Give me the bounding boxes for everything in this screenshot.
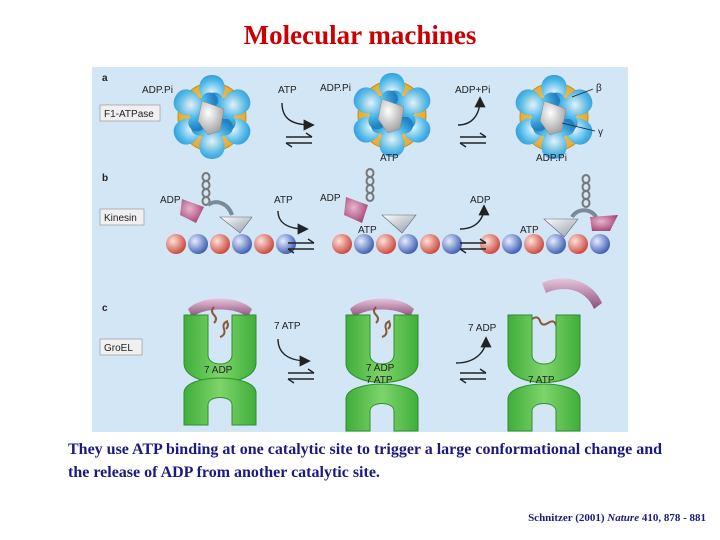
label-atp-c-mid: 7 ATP (366, 375, 393, 386)
arrow-atp-binding-c (277, 338, 311, 367)
label-adp-c-mid: 7 ADP (366, 363, 395, 374)
panel-c: c GroEL 7 ADP 7 ATP 7 ADP 7 ATP 7 ADP (99, 278, 602, 432)
f1-atpase-state-1 (164, 74, 260, 160)
label-adp-pi-right-bottom: ADP.Pi (536, 153, 567, 164)
panel-letter-b: b (102, 173, 108, 184)
kinesin-head-adp-2 (344, 197, 368, 223)
panel-a-name: F1-ATPase (104, 109, 154, 120)
label-adp-pi-left: ADP.Pi (142, 85, 173, 96)
page-title: Molecular machines (243, 20, 477, 50)
label-atp-c-right: 7 ATP (528, 375, 555, 386)
citation-journal: Nature (607, 512, 640, 524)
panel-b-name-box (99, 208, 145, 226)
label-adp-b-left: ADP (160, 195, 181, 206)
label-adp-b-mid: ADP (320, 193, 341, 204)
equilibrium-arrows-a1 (285, 132, 313, 148)
panel-c-name: GroEL (104, 343, 133, 354)
arrow-release-b (459, 204, 490, 230)
groes-cap-1 (188, 298, 252, 317)
microtubule-track-3 (480, 234, 610, 254)
substrate-protein-1 (211, 306, 229, 338)
label-atp-arrow-a: ATP (278, 85, 297, 96)
kinesin-head-empty-1 (219, 216, 253, 234)
kinesin-head-atp-2 (381, 214, 417, 234)
label-adp-plus-pi: ADP+Pi (455, 85, 490, 96)
kinesin-head-3 (590, 215, 618, 231)
panel-c-name-box (99, 338, 143, 356)
f1-atpase-state-3 (506, 74, 602, 160)
label-adp-arrow-c: 7 ADP (468, 323, 497, 334)
kinesin-head-adp-1 (180, 199, 204, 223)
arrow-atp-binding-a (281, 102, 315, 131)
label-adp-arrow-b: ADP (470, 195, 491, 206)
label-atp-arrow-b: ATP (274, 195, 293, 206)
kinesin-stalk-3 (581, 174, 591, 208)
microtubule-track-2 (332, 234, 462, 254)
equilibrium-arrows-a2 (459, 132, 487, 148)
panel-letter-a: a (102, 73, 108, 84)
label-adp-pi-mid: ADP.Pi (320, 83, 351, 94)
beta-pointer (571, 88, 594, 98)
kinesin-stalk-2 (365, 168, 375, 202)
arrow-release-c (455, 336, 492, 364)
groel-bottom-ring-2 (345, 383, 419, 432)
microtubule-track-1 (166, 234, 296, 254)
label-atp-mid-bottom: ATP (380, 153, 399, 164)
panel-letter-c: c (102, 303, 108, 314)
groel-bottom-ring-3 (507, 383, 581, 432)
groes-cap-2 (350, 298, 414, 317)
citation-authors: Schnitzer (2001) (528, 512, 605, 524)
label-beta: β (596, 83, 602, 94)
panel-a-name-box (99, 104, 161, 122)
label-gamma: γ (598, 127, 603, 138)
equilibrium-arrows-c1 (287, 368, 315, 384)
kinesin-neck-linker-1 (206, 200, 234, 216)
equilibrium-arrows-c2 (459, 368, 487, 384)
gamma-pointer (561, 122, 596, 132)
arrow-release-a (457, 96, 486, 126)
label-adp-c-left: 7 ADP (204, 365, 233, 376)
f1-atpase-state-2 (344, 72, 440, 158)
arrow-atp-binding-b (277, 210, 309, 235)
figure-caption: They use ATP binding at one catalytic si… (68, 441, 663, 481)
label-atp-b-mid: ATP (358, 225, 377, 236)
groel-bottom-ring-1 (183, 377, 257, 426)
citation-ref: 410, 878 - 881 (641, 512, 706, 524)
kinesin-stalk-1 (201, 172, 211, 206)
panel-b: b Kinesin ADP ATP ADP ATP ADP (99, 168, 618, 254)
groes-cap-3 (542, 278, 602, 309)
panel-a: a F1-ATPase ADP.Pi ATP ADP.Pi ATP ADP+Pi… (99, 72, 603, 164)
panel-b-name: Kinesin (104, 213, 137, 224)
label-atp-b-right: ATP (520, 225, 539, 236)
figure-svg: a F1-ATPase ADP.Pi ATP ADP.Pi ATP ADP+Pi… (99, 72, 618, 432)
molecular-machines-figure: a F1-ATPase ADP.Pi ATP ADP.Pi ATP ADP+Pi… (92, 67, 628, 432)
kinesin-head-atp-3 (543, 218, 579, 238)
substrate-protein-2 (373, 306, 391, 338)
label-atp-arrow-c: 7 ATP (274, 321, 301, 332)
kinesin-neck-linker-3 (570, 208, 598, 219)
citation: Schnitzer (2001) Nature 410, 878 - 881 (528, 512, 706, 524)
